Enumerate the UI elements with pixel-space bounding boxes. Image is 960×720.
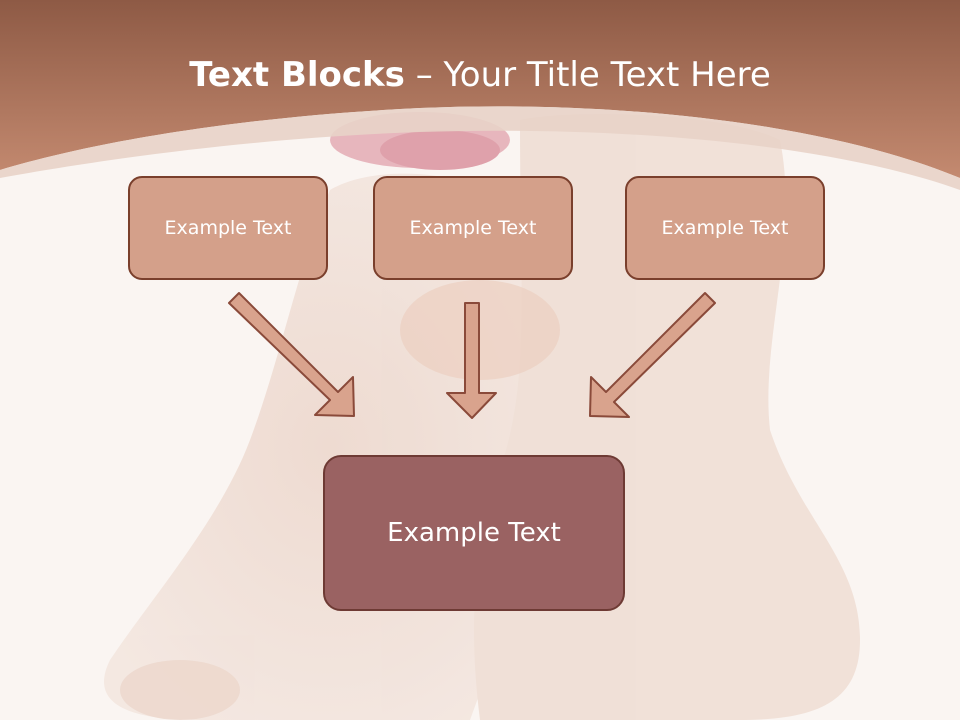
header-band <box>0 0 960 178</box>
main-text-block-label: Example Text <box>387 518 561 548</box>
text-block-1-label: Example Text <box>164 217 292 239</box>
title-rest: Your Title Text Here <box>443 55 771 95</box>
text-block-2: Example Text <box>373 176 573 280</box>
main-text-block: Example Text <box>323 455 625 611</box>
slide-title: Text Blocks – Your Title Text Here <box>0 52 960 98</box>
text-block-3: Example Text <box>625 176 825 280</box>
text-block-1: Example Text <box>128 176 328 280</box>
header-curve <box>0 106 960 190</box>
title-separator: – <box>404 55 444 95</box>
title-bold: Text Blocks <box>189 55 405 95</box>
text-block-2-label: Example Text <box>409 217 537 239</box>
text-block-3-label: Example Text <box>661 217 789 239</box>
